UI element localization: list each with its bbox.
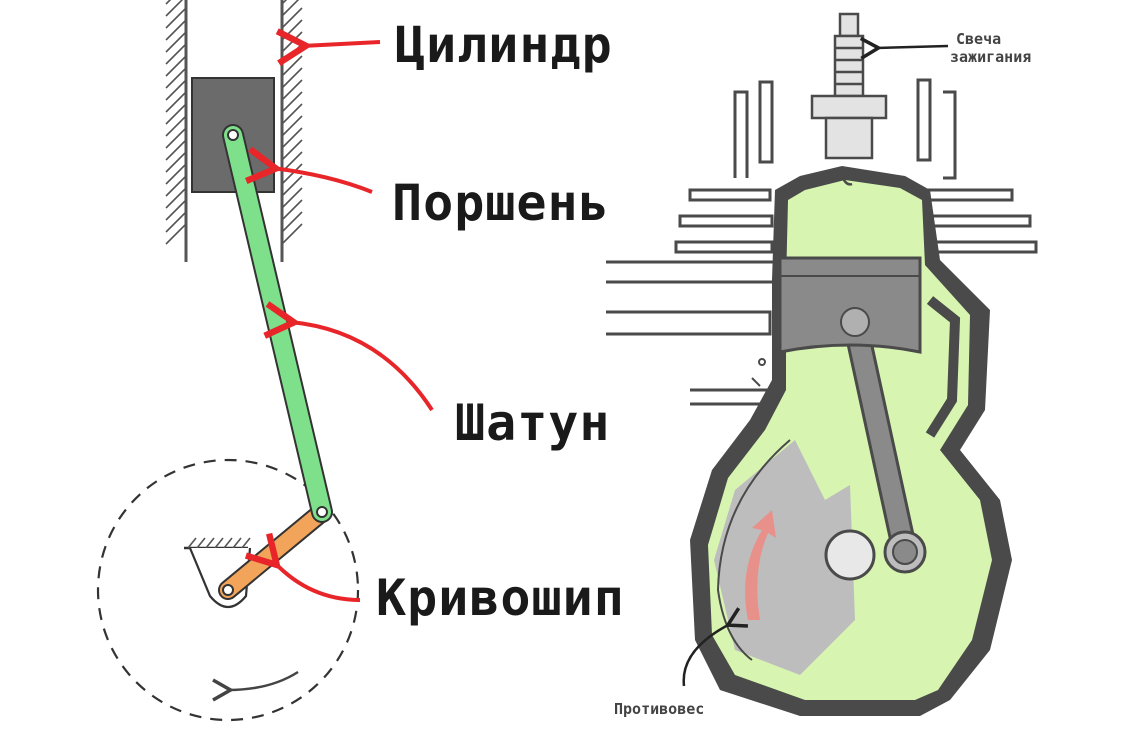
hatch-line xyxy=(166,188,186,208)
hatch-line xyxy=(282,116,302,136)
hatch-line xyxy=(166,80,186,100)
label-spark-plug-line1: Свеча xyxy=(956,30,1001,48)
hatch-line xyxy=(282,44,302,64)
hatch-line xyxy=(166,32,186,52)
support-hatch-line xyxy=(242,538,250,548)
engine-piston xyxy=(780,258,920,352)
spark-plug xyxy=(812,14,886,184)
hatch-line xyxy=(166,92,186,112)
hatch-line xyxy=(166,8,186,28)
piston-pin xyxy=(228,130,238,140)
hatch-line xyxy=(166,152,186,172)
label-crank: Кривошип xyxy=(376,569,625,627)
hatch-line xyxy=(166,0,186,4)
arrow-rod xyxy=(290,322,432,410)
hatch-line xyxy=(166,56,186,76)
arrow-spark-plug xyxy=(876,46,948,48)
hatch-line xyxy=(282,20,302,40)
hatch-line xyxy=(282,0,302,4)
crank-rod-joint xyxy=(317,507,327,517)
support-hatch-line xyxy=(206,538,214,548)
hatch-line xyxy=(282,200,302,220)
hatch-line xyxy=(282,140,302,160)
crankshaft xyxy=(826,531,874,579)
hatch-line xyxy=(166,68,186,88)
hatch-line xyxy=(166,20,186,40)
hatch-line xyxy=(166,212,186,232)
hatch-line xyxy=(282,0,302,16)
cylinder-hatch-right xyxy=(282,0,302,244)
support-hatch-line xyxy=(224,538,232,548)
label-counterweight: Противовес xyxy=(614,700,704,718)
support-hatch-line xyxy=(233,538,241,548)
hatch-line xyxy=(166,140,186,160)
arrow-cylinder xyxy=(302,42,380,46)
ports xyxy=(606,262,778,404)
label-piston: Поршень xyxy=(392,174,610,232)
hatch-line xyxy=(282,188,302,208)
hatch-line xyxy=(282,164,302,184)
hatch-line xyxy=(166,128,186,148)
hatch-line xyxy=(166,200,186,220)
hatch-line xyxy=(282,212,302,232)
hatch-line xyxy=(166,104,186,124)
hatch-line xyxy=(282,104,302,124)
hatch-line xyxy=(166,0,186,16)
hatch-line xyxy=(282,68,302,88)
hatch-line xyxy=(166,224,186,244)
engine-cross-section xyxy=(606,14,1036,716)
hatch-line xyxy=(282,128,302,148)
rotation-arrow xyxy=(228,672,298,690)
hatch-line xyxy=(282,80,302,100)
annotation-arrows xyxy=(272,42,432,600)
hatch-line xyxy=(282,8,302,28)
hatch-line xyxy=(166,176,186,196)
hatch-line xyxy=(282,176,302,196)
hatch-line xyxy=(282,224,302,244)
label-cylinder: Цилиндр xyxy=(395,16,613,74)
support-hatch-line xyxy=(197,538,205,548)
hatch-line xyxy=(166,116,186,136)
crank-pivot xyxy=(223,585,233,595)
label-connecting-rod: Шатун xyxy=(455,394,611,452)
hatch-line xyxy=(166,44,186,64)
cylinder-hatch-left xyxy=(166,0,186,244)
hatch-line xyxy=(282,32,302,52)
hatch-line xyxy=(282,56,302,76)
left-mechanism xyxy=(98,0,358,720)
support-hatch-line xyxy=(215,538,223,548)
arrow-crank xyxy=(274,562,360,600)
support-hatch-line xyxy=(188,538,196,548)
hatch-line xyxy=(166,164,186,184)
label-spark-plug-line2: зажигания xyxy=(950,48,1031,66)
hatch-line xyxy=(282,92,302,112)
